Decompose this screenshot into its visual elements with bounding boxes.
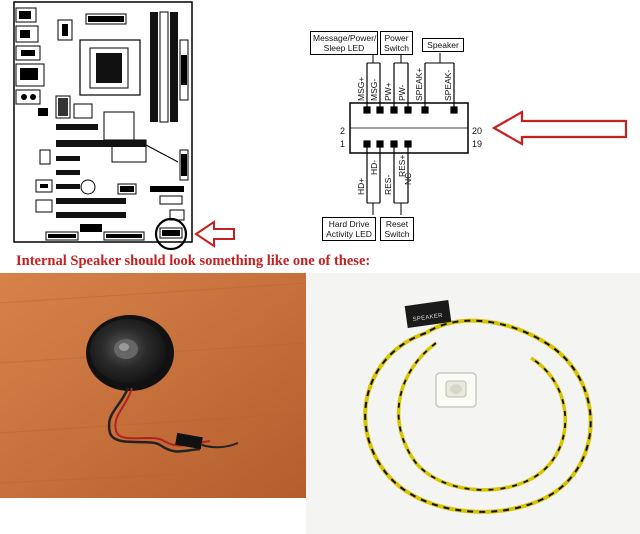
pin-pw-minus: PW- [397,84,407,101]
red-arrow-left-icon [194,220,235,248]
round-speaker-photo [0,273,306,498]
label-power-switch: Power Switch [380,31,413,55]
pin-hd-plus: HD+ [356,178,366,195]
label-reset-switch: Reset Switch [380,217,414,241]
speaker-cable-photo: SPEAKER [306,273,640,534]
pin-hd-minus: HD- [369,160,379,175]
pin-msg-plus: MSG+ [356,77,366,101]
pin-res-minus: RES- [383,175,393,195]
pin-pw-plus: PW+ [383,82,393,101]
pin-number-19: 19 [472,139,482,149]
pin-number-1: 1 [340,139,345,149]
front-panel-pinout: MSG+ MSG- PW+ PW- SPEAK+ SPEAK- HD+ HD- … [300,25,635,250]
pin-res-plus: RES+ [397,155,407,177]
pin-nc: NC [403,173,413,185]
motherboard-diagram [13,1,235,251]
pin-speak-minus: SPEAK- [443,70,453,101]
front-panel-highlight-circle [154,217,188,251]
pin-msg-minus: MSG- [369,79,379,101]
label-speaker: Speaker [422,38,464,52]
pin-number-2: 2 [340,126,345,136]
label-hard-drive-activity-led: Hard Drive Activity LED [322,217,376,241]
caption-heading: Internal Speaker should look something l… [16,253,371,269]
pin-speak-plus: SPEAK+ [414,68,424,101]
red-arrow-pointer-icon [491,110,628,146]
label-message-power-sleep-led: Message/Power/ Sleep LED [310,31,378,55]
speaker-connector-label: SPEAKER [412,313,443,323]
pin-number-20: 20 [472,126,482,136]
